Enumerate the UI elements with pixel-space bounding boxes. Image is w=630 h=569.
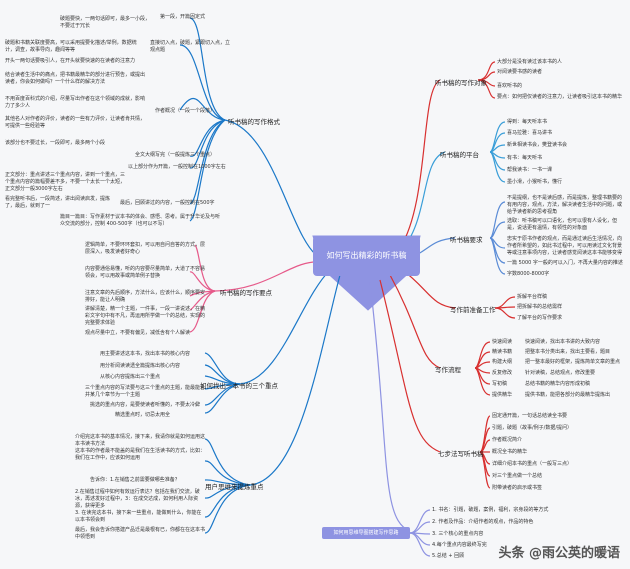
r6-item: 引题，破题（故事/例子/数据/提问） xyxy=(492,425,573,431)
r7-item: 1. 书名：引题，破题，案例，福利，宗身段的等方式 xyxy=(432,507,549,513)
r5-note: 把整本书分类出来，找出主要看，题目 xyxy=(525,349,611,355)
r5-item: 快速阅读 xyxy=(492,339,513,345)
b2-item: 注意文章的先后顺序，方法什么，应该什么，顺序要安排好，能让人明确 xyxy=(85,290,206,303)
b1-note: 结合读者生活中的痛点，把书籍最精华的部分进行预告，或提出读者，你会如何做吗？一个… xyxy=(5,72,146,85)
r5-note: 快速阅读，找出本书讲的大致内容 xyxy=(525,339,601,345)
r5-note: 提供书籍，能把各部分的最精华提炼出 xyxy=(525,392,611,398)
topic-audience: 听书稿的写作对象 xyxy=(435,79,487,87)
b1-item: 第一段，开篇固定式 xyxy=(160,14,206,20)
b4-item: 2.在销售过程中如何有效运行表达？包括在我们交流，破冰，再述发好过程中，3：在成… xyxy=(75,489,200,509)
topic-user-thinking: 用户思维来提炼重点 xyxy=(205,483,264,491)
r2-item: 喜马拉雅：喜马讲书 xyxy=(507,130,553,136)
center-topic: 如何写出精彩的听书稿 xyxy=(313,236,420,276)
b1-note: 破题和书籍关联度要高，可以采用提要化描述/举例，数据统计，调查，故事导向，趣闻等… xyxy=(5,40,137,53)
topic-preparation: 写作前准备工作 xyxy=(450,306,496,314)
b1-note: 该部分也不要过长，一段即可，最多两个小段 xyxy=(5,140,106,146)
b1-note: 看完整听书后，一段简述，讲出阅读启发，提炼了，最后，就到了一 xyxy=(5,196,111,209)
b2-item: 逻辑简单，不要环环套扣，可以用自问自答的方式，层层深入，吸发读者好奇心 xyxy=(85,242,206,255)
r6-item: 附带读者的启示或书签 xyxy=(492,485,543,491)
r3-item: 选取：听书稿可以口语化，也可以很有人设化，但是，说话更有温情，有领性的对象面 xyxy=(507,218,618,231)
b3-item: 用分析阅读读透全篇提炼出核心内容 xyxy=(100,363,181,369)
topic-requirements: 听书稿要求 xyxy=(450,236,483,244)
b1-item: 全文大纲写完（一般提炼三个重点） xyxy=(135,152,216,158)
b1-item: 直接切入点，破题，紧跟切入点，立观点题 xyxy=(150,40,231,53)
r5-note: 总结书籍的精华内容形成初稿 xyxy=(525,381,591,387)
b4-item: 这本书的作者最不能盖的是我们在生活读书的方式，比如：我们在工作中，应该如何运用 xyxy=(75,448,206,461)
topic-process: 写作流程 xyxy=(435,366,461,374)
topic-key-points: 听书稿的写作要点 xyxy=(220,289,272,297)
r1-item: 要点：如何把仅读者的注意力，让读者吸引这本书的精华 xyxy=(497,94,623,100)
r4-item: 了解平台的写作要求 xyxy=(517,315,563,321)
r7-item: 3. 三个核心的重点内容 xyxy=(432,531,484,537)
r5-note: 把一整本最好的框架，提炼简单文章的重点 xyxy=(525,359,621,365)
r7-item: 2. 作者及作品：介绍作者的观点，作品的特色 xyxy=(432,519,534,525)
r5-item: 反复修改 xyxy=(492,370,513,376)
r4-item: 把拆解书的总结需样 xyxy=(517,304,563,310)
b1-note: 正文部分：重点讲述三个重点内容，讲到一个重点，三个重点内容的篇幅要差不多，不要一… xyxy=(5,172,126,192)
r6-item: 固定通开篇，一句话总结读全书要 xyxy=(492,413,568,419)
watermark: 头条 @雨公英的暖语 xyxy=(498,546,620,561)
topic-three-points: 如何找出一本书的三个重点 xyxy=(200,382,278,390)
b4-item: 最后，我会告诉你搭建产品迁是最根有已，你都在在这本书中领悟到 xyxy=(75,527,206,540)
r2-item: 墨小滑，小猴听书，懂行 xyxy=(507,179,563,185)
r3-item: 字数8000-8000字 xyxy=(507,271,550,277)
r1-item: 对阅读要书感的读者 xyxy=(497,69,543,75)
b2-item: 讲解清楚，精一个主题，一件事，一段一讲说述，在精彩文字句中有不凡，再运用所学做一… xyxy=(85,306,206,326)
b1-note: 其他名人对作者的评价，读者的一些有力评价，让读者肯共情，可提供一些经验等 xyxy=(5,116,146,129)
r5-item: 写初稿 xyxy=(492,381,508,387)
b2-item: 观点尽量中立，不要有偏见，减低含有个人解读 xyxy=(85,330,191,336)
r5-item: 构建大纲 xyxy=(492,359,513,365)
r3-item: 忠实于原书作者的观点，而是通过读后生活情况，向作者所希望的，如此书过程中，可以用… xyxy=(507,236,623,256)
r1-item: 喜欢听书的 xyxy=(497,83,523,89)
r7-item: 5.总结 + 回顾 xyxy=(432,553,465,559)
b1-item: 作者概况（一段一个段落） xyxy=(155,108,216,114)
topic-outline-method: 如何用思维导图搭建写作思路 xyxy=(322,527,410,539)
b3-item: 用主要讲述这本书，找出本书的核心内容 xyxy=(100,351,191,357)
r6-item: 概况全书的精华 xyxy=(492,449,528,455)
r6-item: 作者概况简介 xyxy=(492,437,523,443)
b4-item: 告诉你：1.在销售之前需要做哪些准备？ xyxy=(90,477,180,483)
b1-item: 篇目一篇目：写作素材于议本书的体会、感悟、思考。属于升华论及与听众交流的部分，控… xyxy=(60,214,221,227)
b1-item: 最后，回顾讲过的内容，一般控制在500字 xyxy=(120,200,215,206)
b2-item: 内容要通俗易懂，听的内容要尽量简单，大道了不容易领会，可以用故事或简单例子替换 xyxy=(85,266,206,279)
b4-item: 3. 在读完这本书，接下来一些重点，能做到什么，你能在以本书领会到 xyxy=(75,510,202,523)
b1-note: 不用百度百科式的介绍，尽量写出作者在这个领域的成就，影响力了多少人 xyxy=(5,96,146,109)
r3-item: 一篇 5000 字一般的可以入门，不再大量内容的推述 xyxy=(507,260,623,266)
b4-item: 介绍完这本书的基本情况，接下来，我请你就是如何运用这本书读书方法 xyxy=(75,434,206,447)
b3-item: 从核心内容提炼出三个重点 xyxy=(100,374,161,380)
r2-item: 帮我读书：一书一课 xyxy=(507,167,553,173)
b3-item: 精选重点时，切忌太用全 xyxy=(115,412,171,418)
r7-item: 4.每个重点内容最终写完 xyxy=(432,542,487,548)
r5-note: 针对读稿，总结观点，修改重要 xyxy=(525,370,596,376)
r2-item: 得到：每天听本书 xyxy=(507,119,548,125)
b3-item: 挑选的重点内容，是要使读者听懂的，不要太冷僻 xyxy=(90,402,201,408)
r6-item: 对三个重点做一个总结 xyxy=(492,473,543,479)
r4-item: 拆解平台样稿 xyxy=(517,294,548,300)
r3-item: 不是提纲，也不是读后感，而是提炼，整理书籍要的有用内容，观点，方法，解决读者生活… xyxy=(507,195,623,215)
b1-note: 破题要快，一两句话即可，最多一小段，不要过于冗长 xyxy=(60,16,151,29)
r5-item: 提供精华 xyxy=(492,392,513,398)
r2-item: 有书：每天听书 xyxy=(507,155,543,161)
topic-platforms: 听书稿的平台 xyxy=(440,151,479,159)
b1-item: 以上部分作为开篇，一般控制在1000字左右 xyxy=(128,164,226,170)
r5-item: 精读书籍 xyxy=(492,349,513,355)
r6-item: 详细介绍本书的重点（一般写三点） xyxy=(492,461,573,467)
topic-seven-steps: 七步法写听书稿 xyxy=(438,450,484,458)
topic-format: 听书稿的写作格式 xyxy=(228,118,280,126)
r2-item: 新世相读书会，樊登读书会 xyxy=(507,142,568,148)
b1-note: 开头一两句话要吸引人，在开头就要快速的在读者的注意力 xyxy=(5,58,136,64)
b3-item: 三个重点内容的写法要与这三个重点的主题，能最能合并某几个章节为一个主题 xyxy=(85,385,206,398)
r1-item: 大部分是没有读过该本书的人 xyxy=(497,59,563,65)
